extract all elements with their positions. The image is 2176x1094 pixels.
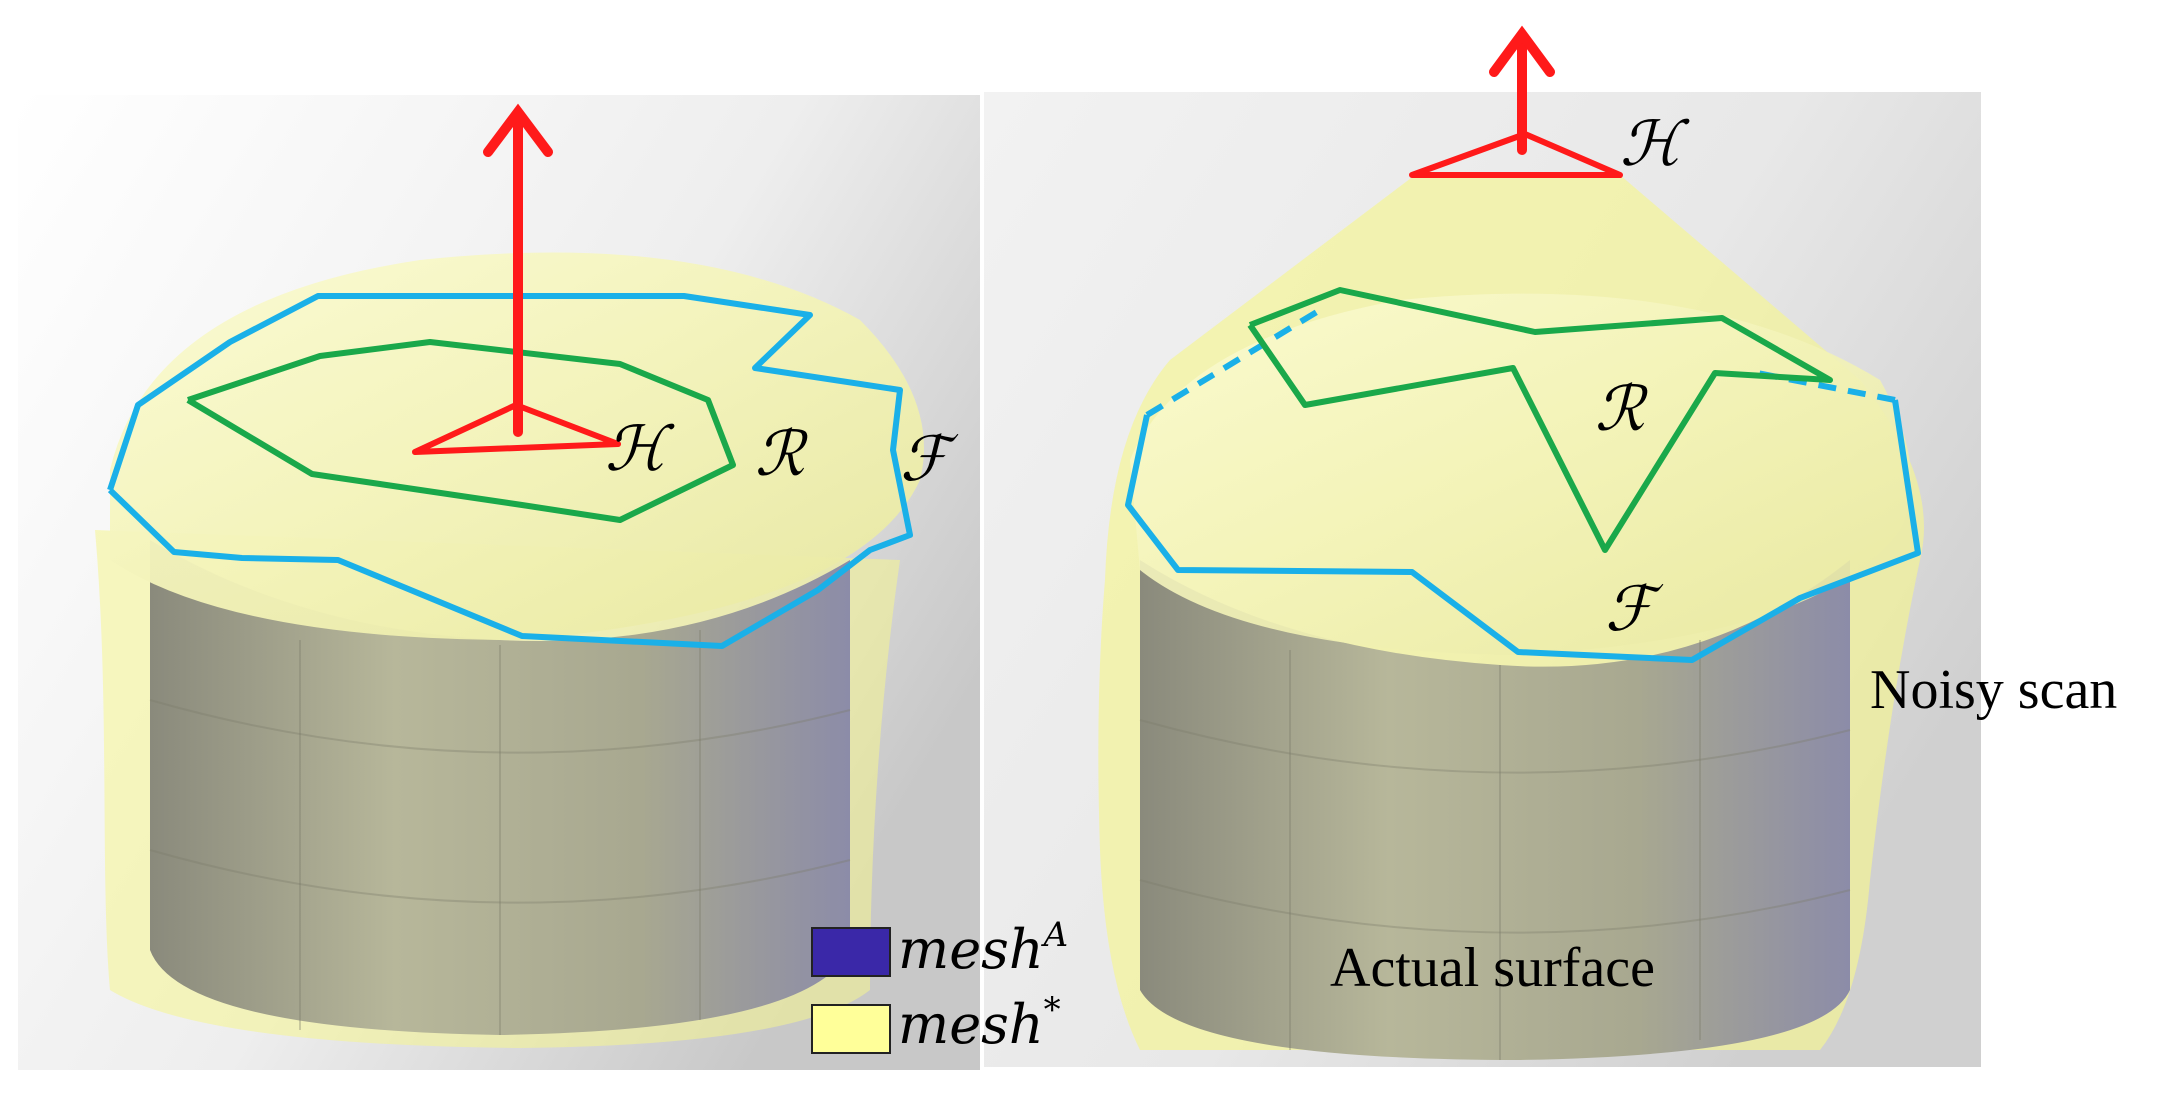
legend: meshA mesh* — [811, 915, 1068, 1056]
legend-swatch-mesh-A — [811, 927, 891, 977]
right-label-R: ℛ — [1595, 372, 1649, 445]
right-label-H: ℋ — [1620, 107, 1690, 180]
right-triangle-H — [1409, 131, 1623, 178]
right-cylinder-facets — [1139, 640, 1851, 1060]
left-actual-cylinder — [150, 540, 850, 1035]
legend-label-mesh-star: mesh* — [898, 990, 1061, 1056]
right-normal-arrow — [1489, 25, 1555, 155]
actual-surface-label: Actual surface — [1330, 937, 1655, 999]
left-label-H: ℋ — [605, 412, 675, 485]
left-triangle-H — [412, 402, 621, 455]
panel-left: ℋ ℛ ℱ — [18, 95, 980, 1070]
left-boundary-F — [107, 293, 913, 649]
right-actual-cylinder — [1140, 560, 1850, 1060]
left-normal-arrow — [483, 103, 553, 437]
noisy-scan-label: Noisy scan — [1870, 659, 2117, 721]
panel-right: ℋ ℛ ℱ — [984, 25, 1981, 1067]
right-ring-R — [1247, 287, 1833, 553]
legend-label-mesh-A: meshA — [898, 915, 1068, 981]
left-ring-R — [186, 339, 736, 523]
right-top-cap — [1130, 293, 1912, 655]
left-cylinder-facets — [149, 630, 851, 1035]
left-label-R: ℛ — [755, 417, 809, 490]
legend-swatch-mesh-star — [811, 1004, 891, 1054]
